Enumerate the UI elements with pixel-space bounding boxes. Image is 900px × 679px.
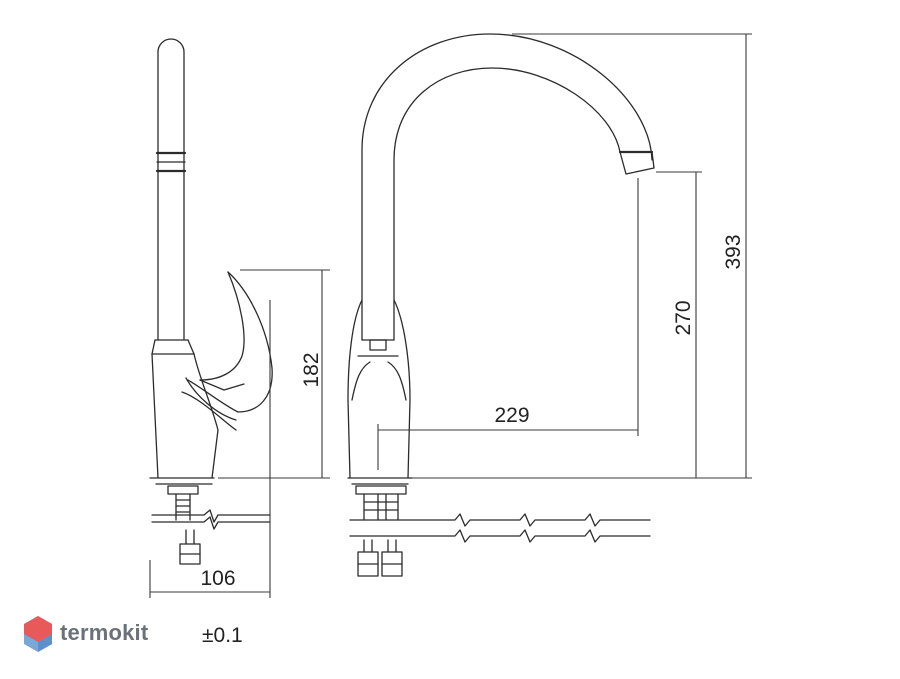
front-dimensions: 393 270 229 xyxy=(377,33,752,479)
front-view xyxy=(347,33,655,577)
spout-reach-label: 229 xyxy=(494,404,529,427)
handle-height-label: 182 xyxy=(300,352,323,387)
total-height-label: 393 xyxy=(722,234,745,269)
tolerance-note: ±0.1 xyxy=(202,624,243,647)
side-dimensions: 182 106 xyxy=(149,269,330,598)
brand-name: termokit xyxy=(60,620,149,645)
termokit-logo-icon xyxy=(24,616,52,652)
spout-height-label: 270 xyxy=(672,300,695,335)
base-width-label: 106 xyxy=(200,567,235,590)
side-view xyxy=(149,38,273,565)
